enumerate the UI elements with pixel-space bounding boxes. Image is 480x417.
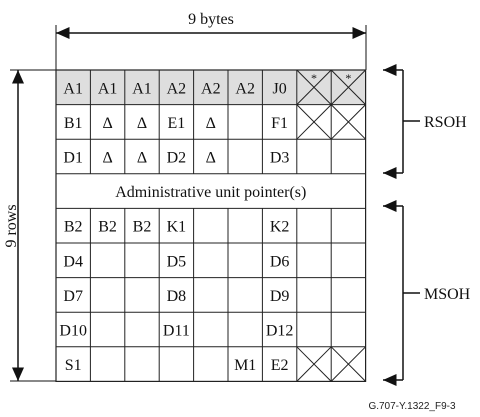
cross-line — [330, 104, 366, 140]
cell-text: A2 — [235, 80, 255, 97]
cell-text: D3 — [270, 150, 290, 167]
bytes-label: 9 bytes — [188, 11, 234, 28]
cell-text: S1 — [65, 357, 82, 374]
cell-text: A2 — [167, 80, 187, 97]
rsoh-label: RSOH — [424, 114, 467, 131]
cell-text: D7 — [63, 288, 83, 305]
cell-text: Δ — [206, 150, 216, 167]
cell-text: D9 — [270, 288, 290, 305]
cell-text: J0 — [272, 80, 286, 97]
cell-asterisk: * — [345, 71, 351, 85]
cell-text: Δ — [206, 115, 216, 132]
cell-text: Δ — [102, 150, 112, 167]
cell-text: A2 — [201, 80, 221, 97]
cross-line — [296, 69, 332, 105]
cross-line — [296, 346, 332, 382]
cell-text: Δ — [137, 150, 147, 167]
cell-text: D2 — [167, 150, 187, 167]
msoh-bracket — [383, 200, 420, 386]
msoh-label: MSOH — [424, 286, 471, 303]
cell-text: K1 — [167, 219, 187, 236]
cell-text: B1 — [64, 115, 83, 132]
cell-text: D11 — [163, 323, 190, 340]
cell-text: B2 — [64, 219, 83, 236]
cell-text: A1 — [132, 80, 152, 97]
cell-text: D10 — [59, 323, 87, 340]
cell-text: Δ — [102, 115, 112, 132]
cell-text: D1 — [63, 150, 83, 167]
cell-text: F1 — [271, 115, 288, 132]
cell-text: D5 — [167, 253, 187, 270]
cell-text: D4 — [63, 253, 83, 270]
cell-text: E2 — [271, 357, 289, 374]
cell-text: B2 — [133, 219, 152, 236]
figure-id: G.707-Y.1322_F9-3 — [368, 401, 456, 412]
cross-line — [330, 69, 366, 105]
rsoh-bracket — [383, 64, 420, 179]
cell-text: D8 — [167, 288, 187, 305]
cell-text: D6 — [270, 253, 290, 270]
grid-border — [55, 69, 367, 382]
cross-line — [296, 104, 332, 140]
au-pointer-label: Administrative unit pointer(s) — [115, 184, 306, 201]
cell-text: B2 — [98, 219, 117, 236]
cross-line — [330, 346, 366, 382]
cell-text: E1 — [168, 115, 186, 132]
cell-text: K2 — [270, 219, 290, 236]
cell-text: D12 — [266, 323, 294, 340]
cell-text: Δ — [137, 115, 147, 132]
cell-text: M1 — [234, 357, 256, 374]
cell-text: A1 — [63, 80, 83, 97]
cell-text: A1 — [98, 80, 118, 97]
cell-asterisk: * — [311, 71, 317, 85]
rows-label: 9 rows — [3, 204, 20, 247]
